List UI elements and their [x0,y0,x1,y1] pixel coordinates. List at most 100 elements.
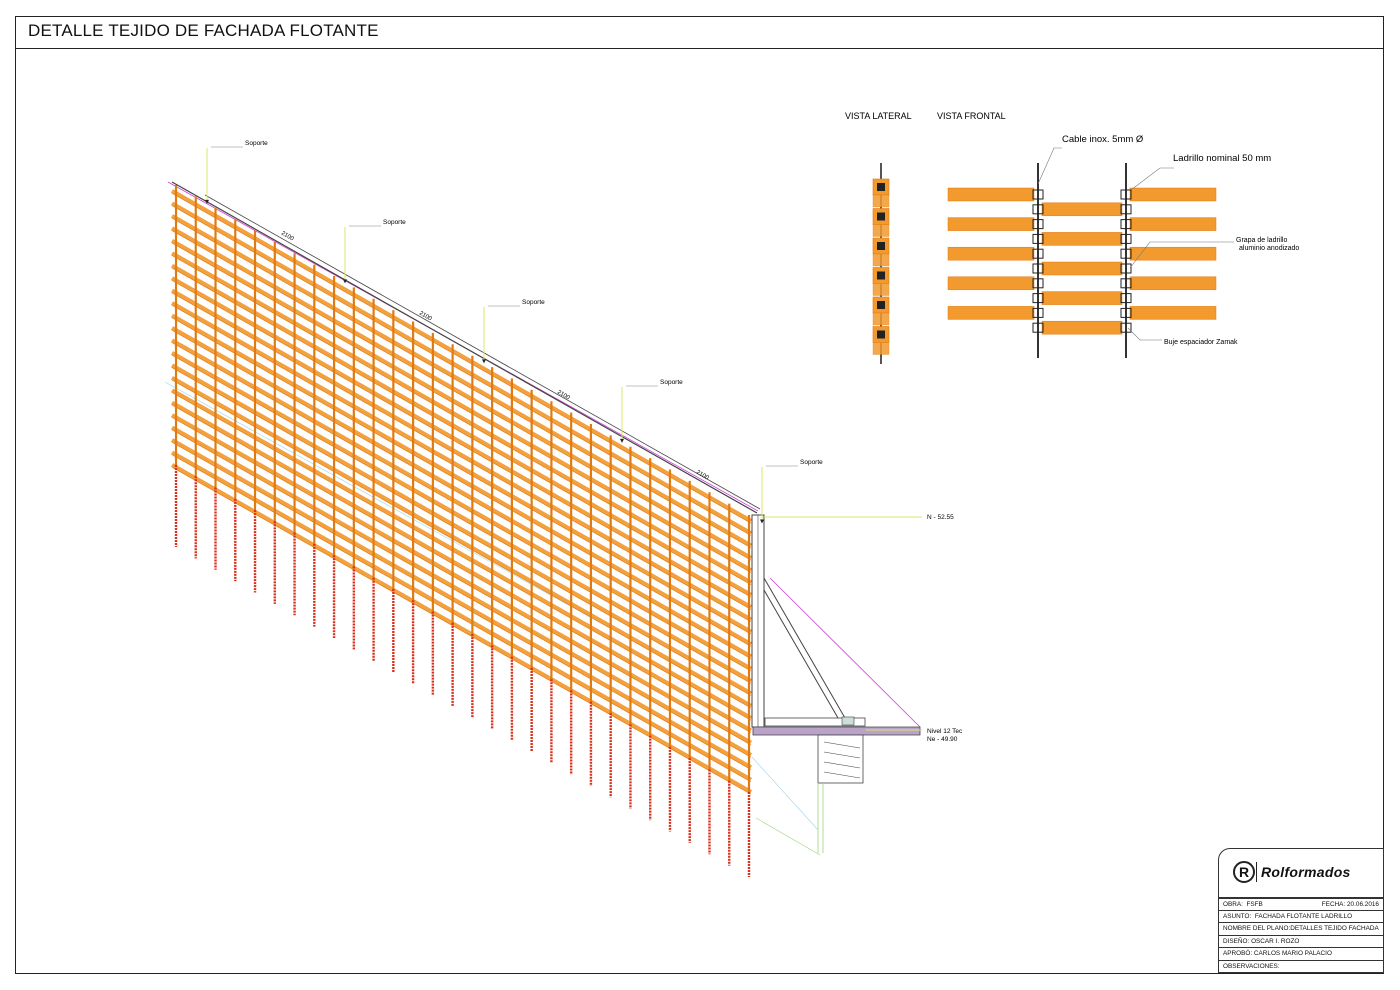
brick-row-edge [171,317,752,647]
plano-value: DETALLES TEJIDO FACHADA [1290,925,1379,932]
support-label: Soporte [245,140,268,147]
frontal-clip [1032,189,1044,200]
frontal-clip [1032,322,1044,333]
brick-row-edge [171,242,752,573]
brick-row-edge [171,379,752,709]
brick-row-edge [171,429,752,758]
frontal-brick [947,246,1035,261]
level-slab-label-1: Nivel 12 Tec [927,728,963,735]
tb-row-diseno: DISEÑO: OSCAR I. ROZO [1218,935,1384,948]
diagonal-brace [763,577,846,719]
facade-brick-rows [170,189,753,795]
logo-r-icon: R [1233,861,1255,883]
support-arrow-head [620,438,624,443]
tb-row-obra: OBRA: FSFB FECHA: 20.06.2016 [1218,898,1384,911]
aprobo-label: APROBÓ: [1223,950,1253,957]
support-label: Soporte [660,379,683,386]
support-label: Soporte [522,299,545,306]
brick-row [170,276,753,610]
frontal-clip [1120,204,1132,215]
plano-label: NOMBRE DEL PLANO: [1223,925,1291,932]
clip-label-1: Grapa de ladrillo [1236,237,1287,244]
brick-row [170,288,753,622]
support-arrow-head [205,199,209,204]
anchor-bracket [841,716,855,726]
brick-row-edge [171,305,752,635]
brick-row [170,301,753,634]
frontal-brick [947,187,1035,202]
beam-detail-line [823,751,861,759]
asunto-value: FACHADA FLOTANTE LADRILLO [1254,912,1353,920]
obra-value: FSFB [1246,901,1263,908]
lateral-clip [877,183,885,191]
lateral-brick-end [872,342,890,355]
fecha-value: 20.06.2016 [1347,901,1379,908]
frontal-clip [1120,293,1132,304]
frontal-brick [1041,202,1123,217]
beam-detail-line [823,761,861,769]
title-block: R Rolformados OBRA: FSFB FECHA: 20.06.20… [1218,848,1384,974]
brick-row [170,438,753,770]
brick-row [170,425,753,757]
brick-row-edge [171,354,752,684]
facade-annotations: SoporteSoporteSoporteSoporteSoporte21002… [205,140,823,524]
lateral-brick-end [872,283,890,296]
lateral-clip [877,212,885,221]
frontal-clip [1120,233,1132,244]
brick-row [170,226,753,560]
tb-row-aprobo: APROBÓ: CARLOS MARIO PALACIO [1218,948,1384,961]
frontal-clip [1032,263,1044,274]
span-dimension-label: 2100 [418,311,433,323]
frontal-brick [1129,246,1217,261]
support-structure [171,181,922,853]
diseno-value: OSCAR I. ROZO [1251,937,1300,945]
brick-row-edge [171,466,752,795]
support-arrow-head [760,519,764,524]
beam-detail-line [823,771,861,779]
brick-row [170,413,753,745]
brick-row [170,326,753,659]
brick-row-edge [171,280,752,610]
brick-row [170,201,753,536]
company-name: Rolformados [1256,862,1351,882]
brick-row [170,388,753,720]
brick-row [170,338,753,671]
guide-line-lower-green [755,817,821,856]
brick-row-edge [171,217,752,549]
brick-row-edge [171,392,752,721]
brick-row [170,375,753,708]
guide-line-lower [751,756,819,831]
brick-label: Ladrillo nominal 50 mm [1173,153,1271,164]
frontal-view [947,163,1217,358]
brick-row [170,400,753,733]
floor-slab [752,726,921,736]
support-label: Soporte [383,219,406,226]
asunto-label: ASUNTO: [1223,912,1252,920]
frontal-clip [1032,278,1044,289]
guide-brace-magenta [769,577,921,728]
support-arrow-head [343,279,347,284]
tb-row-asunto: ASUNTO: FACHADA FLOTANTE LADRILLO [1218,910,1384,923]
lateral-brick-end [872,253,890,267]
diseno-label: DISEÑO: [1223,937,1250,945]
frontal-clip [1032,233,1044,244]
brick-leader [1130,167,1174,191]
drawing-title: DETALLE TEJIDO DE FACHADA FLOTANTE [28,21,379,40]
detail-leader-lines [1037,147,1234,341]
frontal-brick [1129,276,1217,291]
bushing-label: Buje espaciador Zamak [1164,339,1238,346]
brick-row [170,351,753,683]
frontal-clip [1120,219,1132,230]
brick-row-edge [171,292,752,623]
frontal-clip [1120,307,1132,318]
brick-row-edge [171,367,752,696]
title-bar: DETALLE TEJIDO DE FACHADA FLOTANTE [15,16,1384,49]
bushing-leader [1127,327,1162,341]
frontal-brick [1041,320,1123,335]
frontal-clip [1032,293,1044,304]
brick-row-edge [171,342,752,672]
frontal-brick [947,217,1035,231]
frontal-clip [1032,307,1044,318]
level-top-label: N - 52.55 [927,514,954,521]
top-rail [171,181,758,514]
